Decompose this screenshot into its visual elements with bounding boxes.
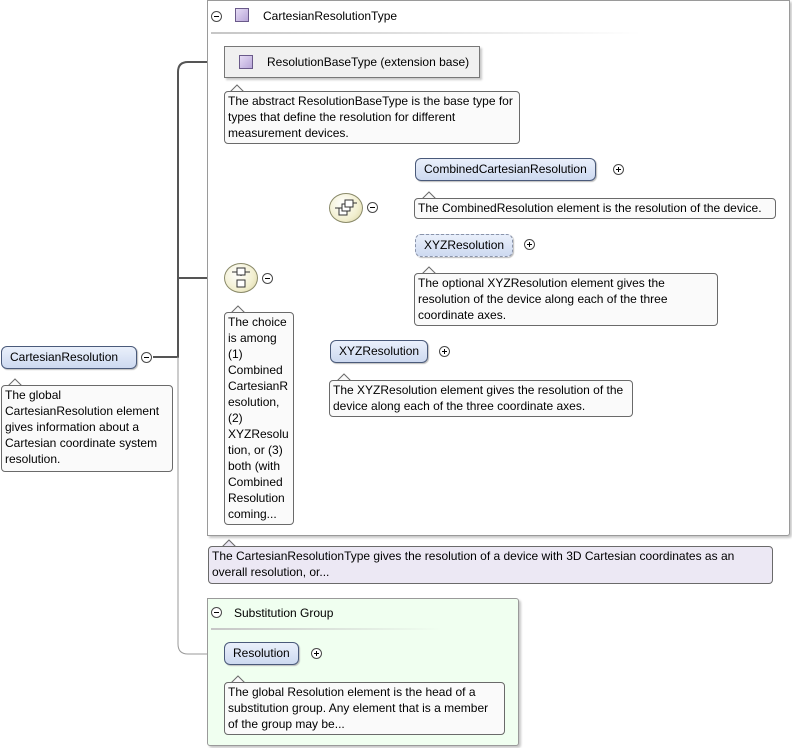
xyz-annotation-pointer bbox=[337, 373, 351, 381]
expand-combined-icon[interactable] bbox=[613, 164, 624, 175]
collapse-choice-icon[interactable] bbox=[262, 273, 273, 284]
resolution-label: Resolution bbox=[233, 646, 290, 660]
optional-xyz-resolution-label: XYZResolution bbox=[424, 238, 505, 252]
collapse-type-icon[interactable] bbox=[211, 11, 222, 22]
substitution-group-title: Substitution Group bbox=[234, 606, 334, 620]
root-annotation-pointer bbox=[8, 378, 22, 386]
root-element-label: CartesianResolution bbox=[10, 350, 119, 364]
combined-cartesian-resolution-element[interactable]: CombinedCartesianResolution bbox=[415, 158, 596, 181]
combined-cartesian-resolution-annotation: The CombinedResolution element is the re… bbox=[414, 198, 776, 219]
choice-compositor[interactable] bbox=[224, 263, 258, 293]
xyz-resolution-label: XYZResolution bbox=[339, 344, 420, 358]
extension-base-annotation-pointer bbox=[230, 84, 244, 92]
sequence-compositor[interactable] bbox=[329, 193, 363, 223]
collapse-substitution-icon[interactable] bbox=[211, 607, 222, 618]
complex-type-icon bbox=[235, 8, 249, 22]
choice-annotation: The choice is among (1) CombinedCartesia… bbox=[224, 312, 294, 525]
type-title-divider bbox=[211, 32, 641, 34]
root-element-annotation: The global CartesianResolution element g… bbox=[1, 385, 173, 472]
sequence-icon bbox=[335, 199, 357, 216]
xyz-resolution-element[interactable]: XYZResolution bbox=[330, 340, 429, 363]
type-annotation: The CartesianResolutionType gives the re… bbox=[208, 546, 773, 584]
extension-base-label: ResolutionBaseType (extension base) bbox=[267, 55, 470, 69]
extension-base-box[interactable]: ResolutionBaseType (extension base) bbox=[224, 46, 481, 78]
expand-optional-xyz-icon[interactable] bbox=[524, 239, 535, 250]
collapse-sequence-icon[interactable] bbox=[367, 202, 378, 213]
expand-resolution-icon[interactable] bbox=[311, 648, 322, 659]
type-title: CartesianResolutionType bbox=[263, 9, 398, 23]
optional-xyz-annotation-pointer bbox=[422, 266, 436, 274]
xyz-resolution-annotation: The XYZResolution element gives the reso… bbox=[329, 380, 633, 417]
substitution-title-divider bbox=[211, 628, 441, 630]
base-type-icon bbox=[239, 55, 253, 69]
choice-icon bbox=[232, 267, 250, 288]
type-box bbox=[207, 0, 790, 536]
combined-annotation-pointer bbox=[422, 191, 436, 199]
combined-cartesian-resolution-label: CombinedCartesianResolution bbox=[424, 162, 587, 176]
resolution-annotation-pointer bbox=[231, 675, 245, 683]
collapse-root-icon[interactable] bbox=[141, 352, 152, 363]
expand-xyz-icon[interactable] bbox=[439, 346, 450, 357]
type-annotation-pointer bbox=[222, 539, 236, 547]
optional-xyz-resolution-annotation: The optional XYZResolution element gives… bbox=[414, 273, 718, 326]
resolution-element[interactable]: Resolution bbox=[224, 642, 299, 665]
resolution-annotation: The global Resolution element is the hea… bbox=[224, 682, 505, 735]
choice-annotation-pointer bbox=[231, 305, 245, 313]
optional-xyz-resolution-element[interactable]: XYZResolution bbox=[415, 234, 514, 257]
root-element-box[interactable]: CartesianResolution bbox=[1, 346, 137, 369]
extension-base-annotation: The abstract ResolutionBaseType is the b… bbox=[224, 91, 520, 144]
